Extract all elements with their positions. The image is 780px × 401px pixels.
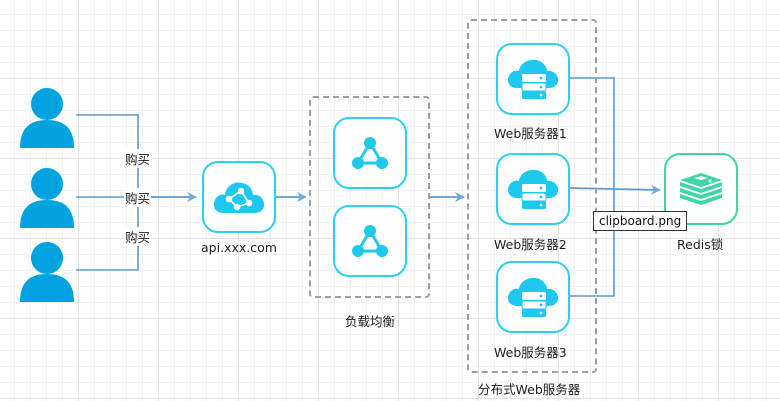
redis-icon bbox=[680, 173, 722, 205]
web-server-node-1 bbox=[496, 43, 570, 115]
user-icon bbox=[18, 240, 76, 302]
redis-label: Redis锁 bbox=[677, 237, 724, 252]
cloud-network-icon bbox=[213, 182, 265, 213]
load-balancer-node-1 bbox=[333, 117, 407, 189]
load-balancer-label: 负载均衡 bbox=[345, 314, 396, 329]
edge-web2-redis bbox=[569, 184, 661, 195]
web-server-group-label: 分布式Web服务器 bbox=[478, 382, 581, 397]
redis-node bbox=[664, 153, 738, 225]
web-server-group bbox=[467, 19, 597, 373]
web-server-label-2: Web服务器2 bbox=[494, 237, 567, 252]
cloud-server-icon bbox=[507, 59, 559, 99]
user-icon bbox=[18, 166, 76, 228]
edge-label-buy: 购买 bbox=[124, 188, 152, 207]
edge-label-buy: 购买 bbox=[124, 227, 152, 246]
cloud-server-icon bbox=[507, 169, 559, 209]
edge-user3 bbox=[76, 197, 139, 271]
edge-user1 bbox=[76, 114, 139, 197]
edge-web1-redis bbox=[570, 77, 615, 190]
share-nodes-icon bbox=[352, 137, 388, 169]
web-server-node-2 bbox=[496, 153, 570, 225]
gateway-label: api.xxx.com bbox=[201, 240, 277, 255]
load-balancer-node-2 bbox=[333, 205, 407, 277]
web-server-label-1: Web服务器1 bbox=[494, 126, 567, 141]
filename-tooltip: clipboard.png bbox=[593, 211, 688, 231]
cloud-server-icon bbox=[507, 277, 559, 317]
load-balancer-group bbox=[309, 96, 430, 298]
edge-label-buy: 购买 bbox=[124, 149, 152, 168]
web-server-label-3: Web服务器3 bbox=[494, 345, 567, 360]
user-icon bbox=[18, 86, 76, 148]
gateway-node bbox=[202, 161, 276, 233]
share-nodes-icon bbox=[352, 225, 388, 257]
web-server-node-3 bbox=[496, 261, 570, 333]
